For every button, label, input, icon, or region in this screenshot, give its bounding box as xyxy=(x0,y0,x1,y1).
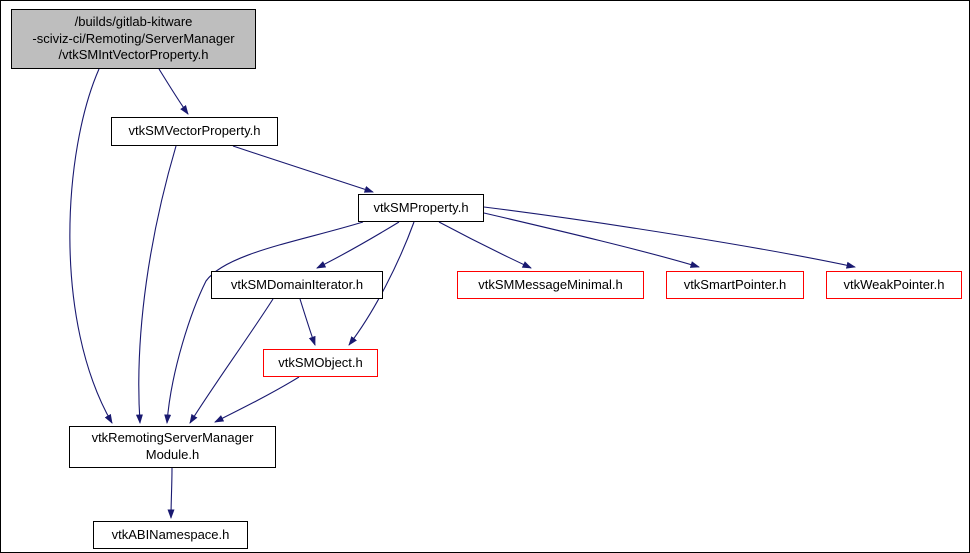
node-label: vtkSMVectorProperty.h xyxy=(128,123,261,139)
node-label: vtkSMProperty.h xyxy=(373,199,469,215)
node-label: vtkABINamespace.h xyxy=(111,526,230,542)
edge-module-to-abinamespace xyxy=(167,467,175,519)
edge-property-to-module xyxy=(164,221,364,424)
node-label: vtkSmartPointer.h xyxy=(683,276,787,292)
edge-property-to-smartpointer xyxy=(483,212,700,268)
node-label: vtkWeakPointer.h xyxy=(843,276,945,292)
edge-domainiterator-to-module xyxy=(189,298,274,424)
node-vtksmintvectorproperty-h: /builds/gitlab-kitware -sciviz-ci/Remoti… xyxy=(11,9,256,69)
node-vtksmmessageminimal-h: vtkSMMessageMinimal.h xyxy=(457,271,644,299)
node-vtksmobject-h: vtkSMObject.h xyxy=(263,349,378,377)
edge-domainiterator-to-smobject xyxy=(299,298,316,346)
node-label: vtkRemotingServerManager Module.h xyxy=(91,430,254,462)
node-vtksmvectorproperty-h[interactable]: vtkSMVectorProperty.h xyxy=(111,117,278,146)
edge-intvectorproperty-to-module xyxy=(69,68,113,424)
edge-intvectorproperty-to-vectorproperty xyxy=(158,68,189,115)
node-label: /builds/gitlab-kitware -sciviz-ci/Remoti… xyxy=(32,14,235,63)
edge-smobject-to-module xyxy=(214,376,300,423)
node-vtkabinamespace-h[interactable]: vtkABINamespace.h xyxy=(93,521,248,549)
node-label: vtkSMObject.h xyxy=(278,354,363,370)
node-vtkweakpointer-h: vtkWeakPointer.h xyxy=(826,271,962,299)
edge-property-to-domainiterator xyxy=(316,221,400,269)
node-vtksmdomainiterator-h[interactable]: vtkSMDomainIterator.h xyxy=(211,271,383,299)
node-vtksmartpointer-h: vtkSmartPointer.h xyxy=(666,271,804,299)
edge-vectorproperty-to-property xyxy=(232,145,374,193)
node-vtkremotingservermanagermodule-h[interactable]: vtkRemotingServerManager Module.h xyxy=(69,426,276,468)
edge-property-to-weakpointer xyxy=(483,206,856,269)
node-label: vtkSMMessageMinimal.h xyxy=(478,276,623,292)
edge-property-to-messageminimal xyxy=(438,221,532,269)
node-label: vtkSMDomainIterator.h xyxy=(230,276,364,292)
edge-vectorproperty-to-module xyxy=(135,145,177,424)
node-vtksmproperty-h[interactable]: vtkSMProperty.h xyxy=(358,194,484,222)
